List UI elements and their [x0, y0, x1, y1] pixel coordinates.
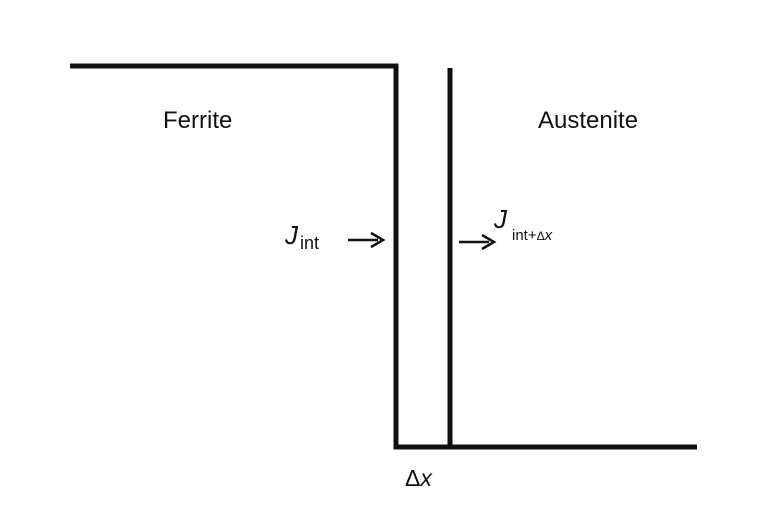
- flux-out-arrow-icon: [459, 233, 497, 251]
- flux-out-subscript: int+Δx: [512, 227, 553, 244]
- flux-in-label: J int: [284, 220, 319, 253]
- flux-in-arrow-icon: [348, 231, 386, 249]
- flux-out-subscript-prefix: int+: [512, 227, 537, 244]
- delta-x-delta: Δ: [405, 465, 420, 491]
- flux-in-subscript: int: [300, 233, 319, 253]
- flux-out-label: J int+Δx: [493, 204, 553, 244]
- flux-out-symbol: J: [493, 204, 508, 234]
- ferrite-label: Ferrite: [163, 107, 232, 134]
- flux-in-symbol: J: [284, 220, 299, 250]
- austenite-label: Austenite: [538, 107, 638, 134]
- delta-x-label: Δx: [405, 465, 433, 491]
- concentration-profile-line: [70, 63, 697, 450]
- delta-x-var: x: [419, 465, 433, 491]
- flux-out-subscript-delta: Δ: [537, 229, 545, 243]
- flux-out-subscript-var: x: [544, 227, 553, 244]
